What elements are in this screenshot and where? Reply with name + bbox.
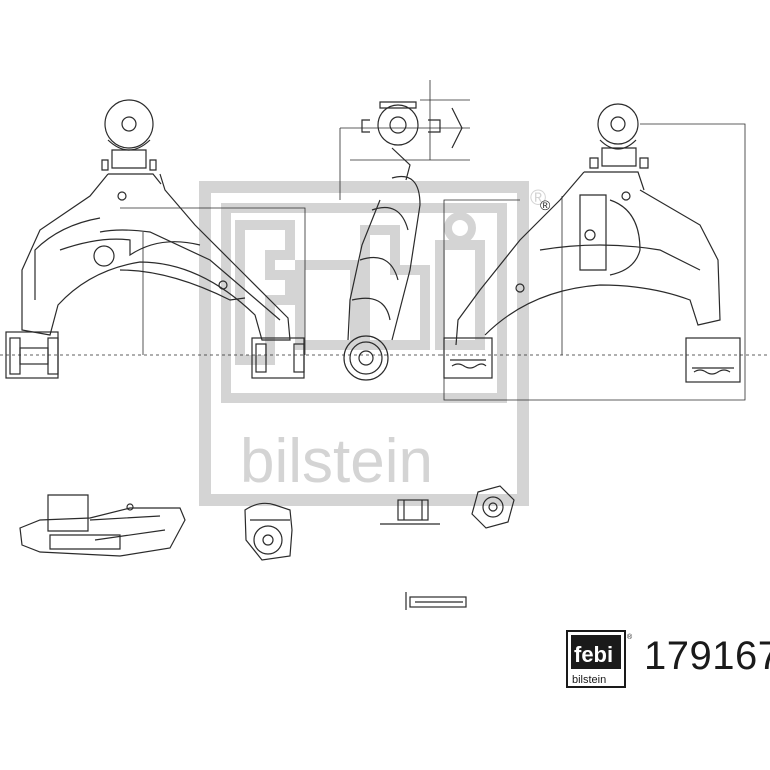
detail-parts (19, 485, 515, 610)
logo-mark-text: febi (574, 642, 613, 667)
control-arm-side-view (339, 80, 470, 381)
brand-logo: febi bilstein ® (566, 630, 633, 688)
bushing-detail (244, 502, 293, 561)
bracket-plate-detail (19, 494, 186, 557)
control-arm-front-view (0, 99, 440, 379)
watermark-wordmark: bilstein (240, 427, 433, 496)
cotter-pin-detail (405, 592, 467, 610)
watermark-logo: bilstein ® (199, 181, 546, 506)
clip-detail (380, 499, 440, 525)
registered-mark: ® (540, 197, 551, 213)
watermark-registered-mark: ® (530, 185, 546, 210)
logo-registered-mark: ® (627, 633, 633, 641)
part-number: 179167 (644, 634, 770, 678)
control-arm-rear-view: ® (440, 103, 770, 401)
logo-name-text: bilstein (572, 674, 606, 686)
nut-detail (471, 485, 515, 529)
